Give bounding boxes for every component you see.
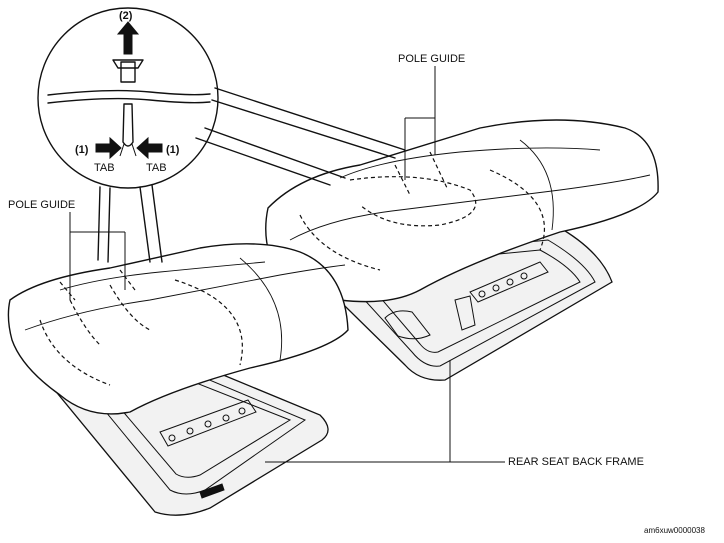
step-squeeze-left-label: (1)	[75, 144, 89, 156]
left-seat-back	[7, 243, 349, 516]
leader-lines	[69, 66, 505, 463]
tab-left-label: TAB	[94, 162, 115, 174]
squeeze-arrow-left-icon	[95, 136, 122, 160]
right-seat-back	[265, 119, 659, 381]
rear-seat-back-frame-label: REAR SEAT BACK FRAME	[508, 456, 644, 468]
pole-guide-right-label: POLE GUIDE	[398, 53, 466, 65]
tab-detail-callout	[37, 7, 406, 263]
step-pull-label: (2)	[119, 10, 133, 22]
tab-right-label: TAB	[146, 162, 167, 174]
pull-arrow-icon	[116, 21, 140, 55]
step-squeeze-right-label: (1)	[166, 144, 180, 156]
left-seat-cushion	[7, 243, 349, 415]
squeeze-arrow-right-icon	[136, 136, 163, 160]
pole-guide-left-label: POLE GUIDE	[8, 199, 76, 211]
figure-code: am6xuw0000038	[644, 526, 705, 535]
